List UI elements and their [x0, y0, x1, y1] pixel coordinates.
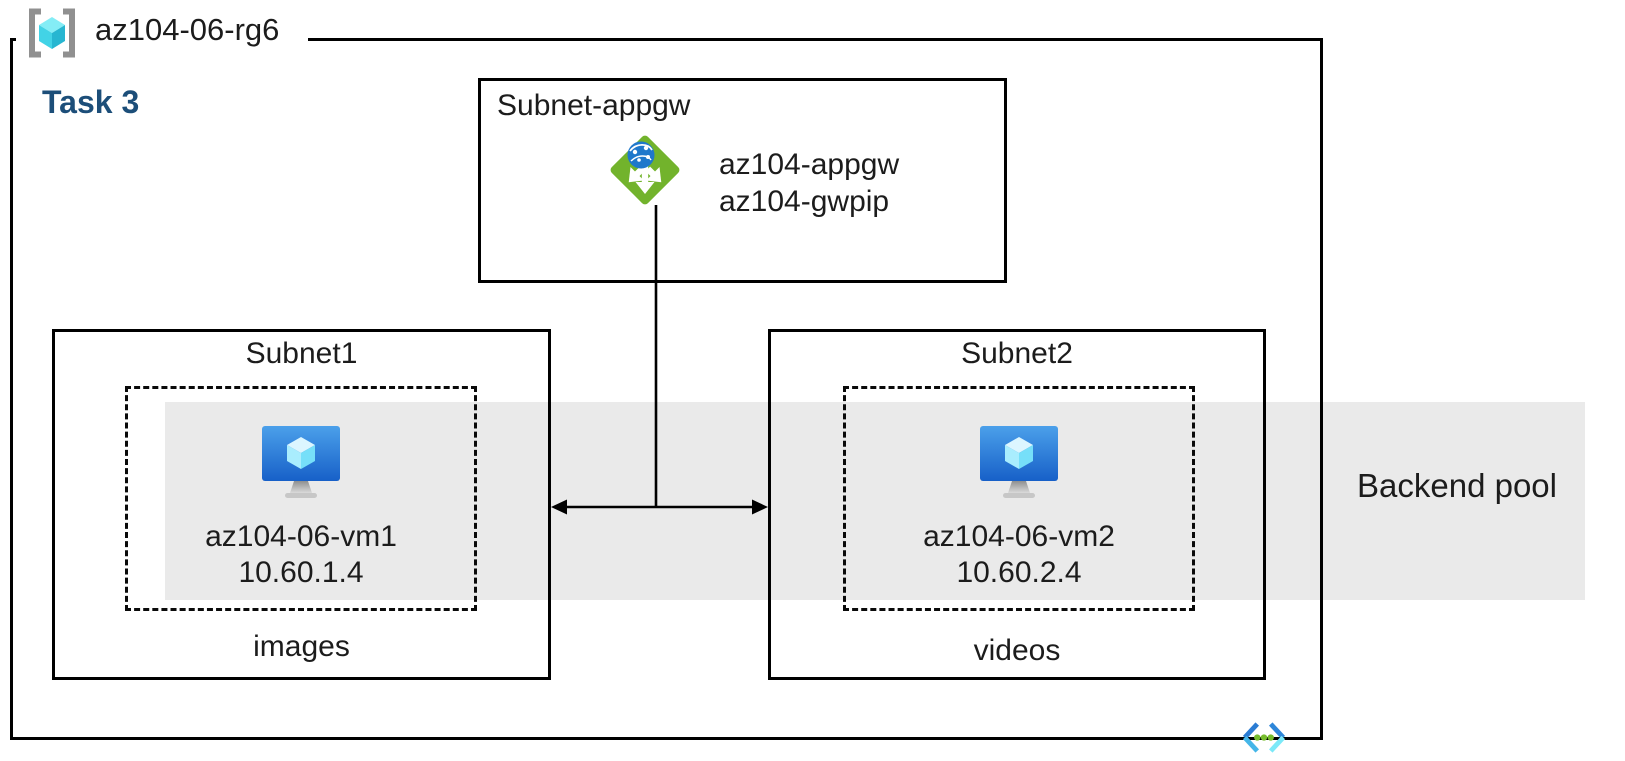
resource-group-icon — [29, 8, 75, 58]
backend-pool-label: Backend pool — [1357, 467, 1557, 504]
virtual-machine-icon — [262, 426, 340, 498]
subnet1-box — [52, 329, 551, 680]
vm1-text-block: az104-06-vm1 10.60.1.4 — [125, 519, 477, 591]
vm1-name: az104-06-vm1 — [205, 520, 397, 553]
appgw-name-block: az104-appgw az104-gwpip — [719, 146, 899, 220]
task-label: Task 3 — [42, 84, 140, 120]
virtual-network-icon — [1242, 722, 1286, 753]
subnet1-title: Subnet1 — [245, 337, 358, 370]
resource-group-box — [10, 38, 1323, 740]
subnet1-container-label: images — [253, 630, 350, 663]
subnet1-backend-dashed-box — [125, 386, 477, 611]
vm2-name: az104-06-vm2 — [923, 520, 1115, 553]
vm2-ip: 10.60.2.4 — [956, 556, 1082, 589]
resource-group-name: az104-06-rg6 — [95, 12, 280, 47]
resource-group-title-mask — [16, 30, 308, 46]
subnet2-container-label: videos — [973, 634, 1061, 667]
appgw-name: az104-appgw — [719, 148, 900, 181]
vm1-ip: 10.60.1.4 — [238, 556, 364, 589]
appgw-subnet-box — [478, 78, 1007, 283]
subnet2-title: Subnet2 — [961, 337, 1073, 370]
appgw-public-ip-name: az104-gwpip — [719, 185, 890, 218]
appgw-subnet-title: Subnet-appgw — [497, 89, 691, 122]
backend-pool-band — [165, 402, 1585, 600]
subnet2-backend-dashed-box — [843, 386, 1195, 611]
subnet2-box — [768, 329, 1266, 680]
virtual-machine-icon — [980, 426, 1058, 498]
application-gateway-icon — [610, 135, 680, 205]
vm2-text-block: az104-06-vm2 10.60.2.4 — [843, 519, 1195, 591]
